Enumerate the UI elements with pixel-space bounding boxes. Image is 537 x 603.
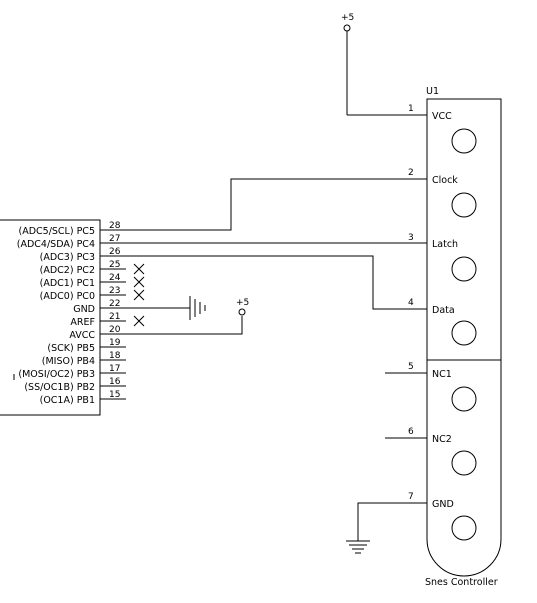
connector-pin-1-label: VCC [432, 111, 452, 122]
connector-ground-symbol [346, 502, 427, 554]
top-supply-label: +5 [341, 13, 354, 23]
mcu-pin-18-num: 18 [109, 351, 121, 361]
mcu-pin-26-label: (ADC3) PC3 [40, 252, 95, 263]
contact-2 [451, 192, 477, 218]
wire-data [126, 255, 385, 310]
mcu-pin-15-label: (OC1A) PB1 [40, 395, 95, 406]
mcu-pin-25-label: (ADC2) PC2 [40, 265, 95, 276]
connector-pin-4-label: Data [432, 305, 455, 316]
mcu-pin-17-num: 17 [109, 364, 120, 374]
contact-1 [451, 128, 477, 154]
connector-body [426, 98, 502, 577]
connector-pin-7-num: 7 [408, 492, 414, 502]
mcu-pin-22-num: 22 [109, 299, 120, 309]
wire-clock [126, 178, 385, 231]
contact-4 [451, 320, 477, 346]
contact-6 [451, 450, 477, 476]
connector-pin-2-num: 2 [408, 168, 414, 178]
connector-ref: U1 [426, 86, 439, 97]
mcu-pin-22-label: GND [73, 304, 95, 315]
connector-name: Snes Controller [425, 577, 498, 588]
mcu-pin-27-num: 27 [109, 234, 120, 244]
avcc-supply-symbol [126, 308, 246, 335]
avcc-supply-label: +5 [236, 298, 249, 308]
mcu-pin-20-num: 20 [109, 325, 121, 335]
mcu-pin-21-label: AREF [70, 317, 95, 328]
mcu-pin-28-label: (ADC5/SCL) PC5 [19, 226, 96, 237]
connector-pin-5-num: 5 [408, 362, 414, 372]
contact-7 [451, 515, 477, 541]
mcu-pin-20-label: AVCC [69, 330, 95, 341]
connector-pin-4-num: 4 [408, 298, 414, 308]
connector-pin-3-label: Latch [432, 239, 458, 250]
mcu-pin-19-label: (SCK) PB5 [47, 343, 95, 354]
contact-5 [451, 386, 477, 412]
mcu-pin-27-label: (ADC4/SDA) PC4 [17, 239, 95, 250]
contact-3 [451, 256, 477, 282]
no-connect-marks [133, 263, 145, 327]
mcu-pin-19-num: 19 [109, 338, 121, 348]
connector-pin-3-num: 3 [408, 233, 414, 243]
mcu-pin-stubs [100, 229, 126, 400]
connector-pin-6-label: NC2 [432, 434, 452, 445]
mcu-pin-21-num: 21 [109, 312, 120, 322]
mcu-pin-24-label: (ADC1) PC1 [40, 278, 95, 289]
mcu-pin-25-num: 25 [109, 260, 120, 270]
mcu-pin-16-label: (SS/OC1B) PB2 [24, 382, 95, 393]
connector-pin-1-num: 1 [408, 104, 414, 114]
mcu-pin-28-num: 28 [109, 221, 121, 231]
mcu-pin-24-num: 24 [109, 273, 121, 283]
mcu-pin-18-label: (MISO) PB4 [42, 356, 95, 367]
connector-pin-stubs [385, 178, 427, 504]
connector-contacts [451, 128, 477, 541]
connector-pin-5-label: NC1 [432, 369, 452, 380]
mcu-pin-17-label: (MOSI/OC2) PB3 [18, 369, 95, 380]
mcu-pin-16-num: 16 [109, 377, 121, 387]
mcu-pin-15-num: 15 [109, 390, 120, 400]
connector-pin-7-label: GND [432, 499, 454, 510]
connector-pin-2-label: Clock [432, 175, 458, 186]
mcu-pin-23-label: (ADC0) PC0 [40, 291, 95, 302]
top-supply-symbol [343, 24, 427, 116]
mcu-body [0, 219, 101, 416]
mcu-pin-26-num: 26 [109, 247, 121, 257]
mcu-ground-symbol [126, 296, 206, 320]
mcu-pin-23-num: 23 [109, 286, 120, 296]
connector-pin-6-num: 6 [408, 427, 414, 437]
